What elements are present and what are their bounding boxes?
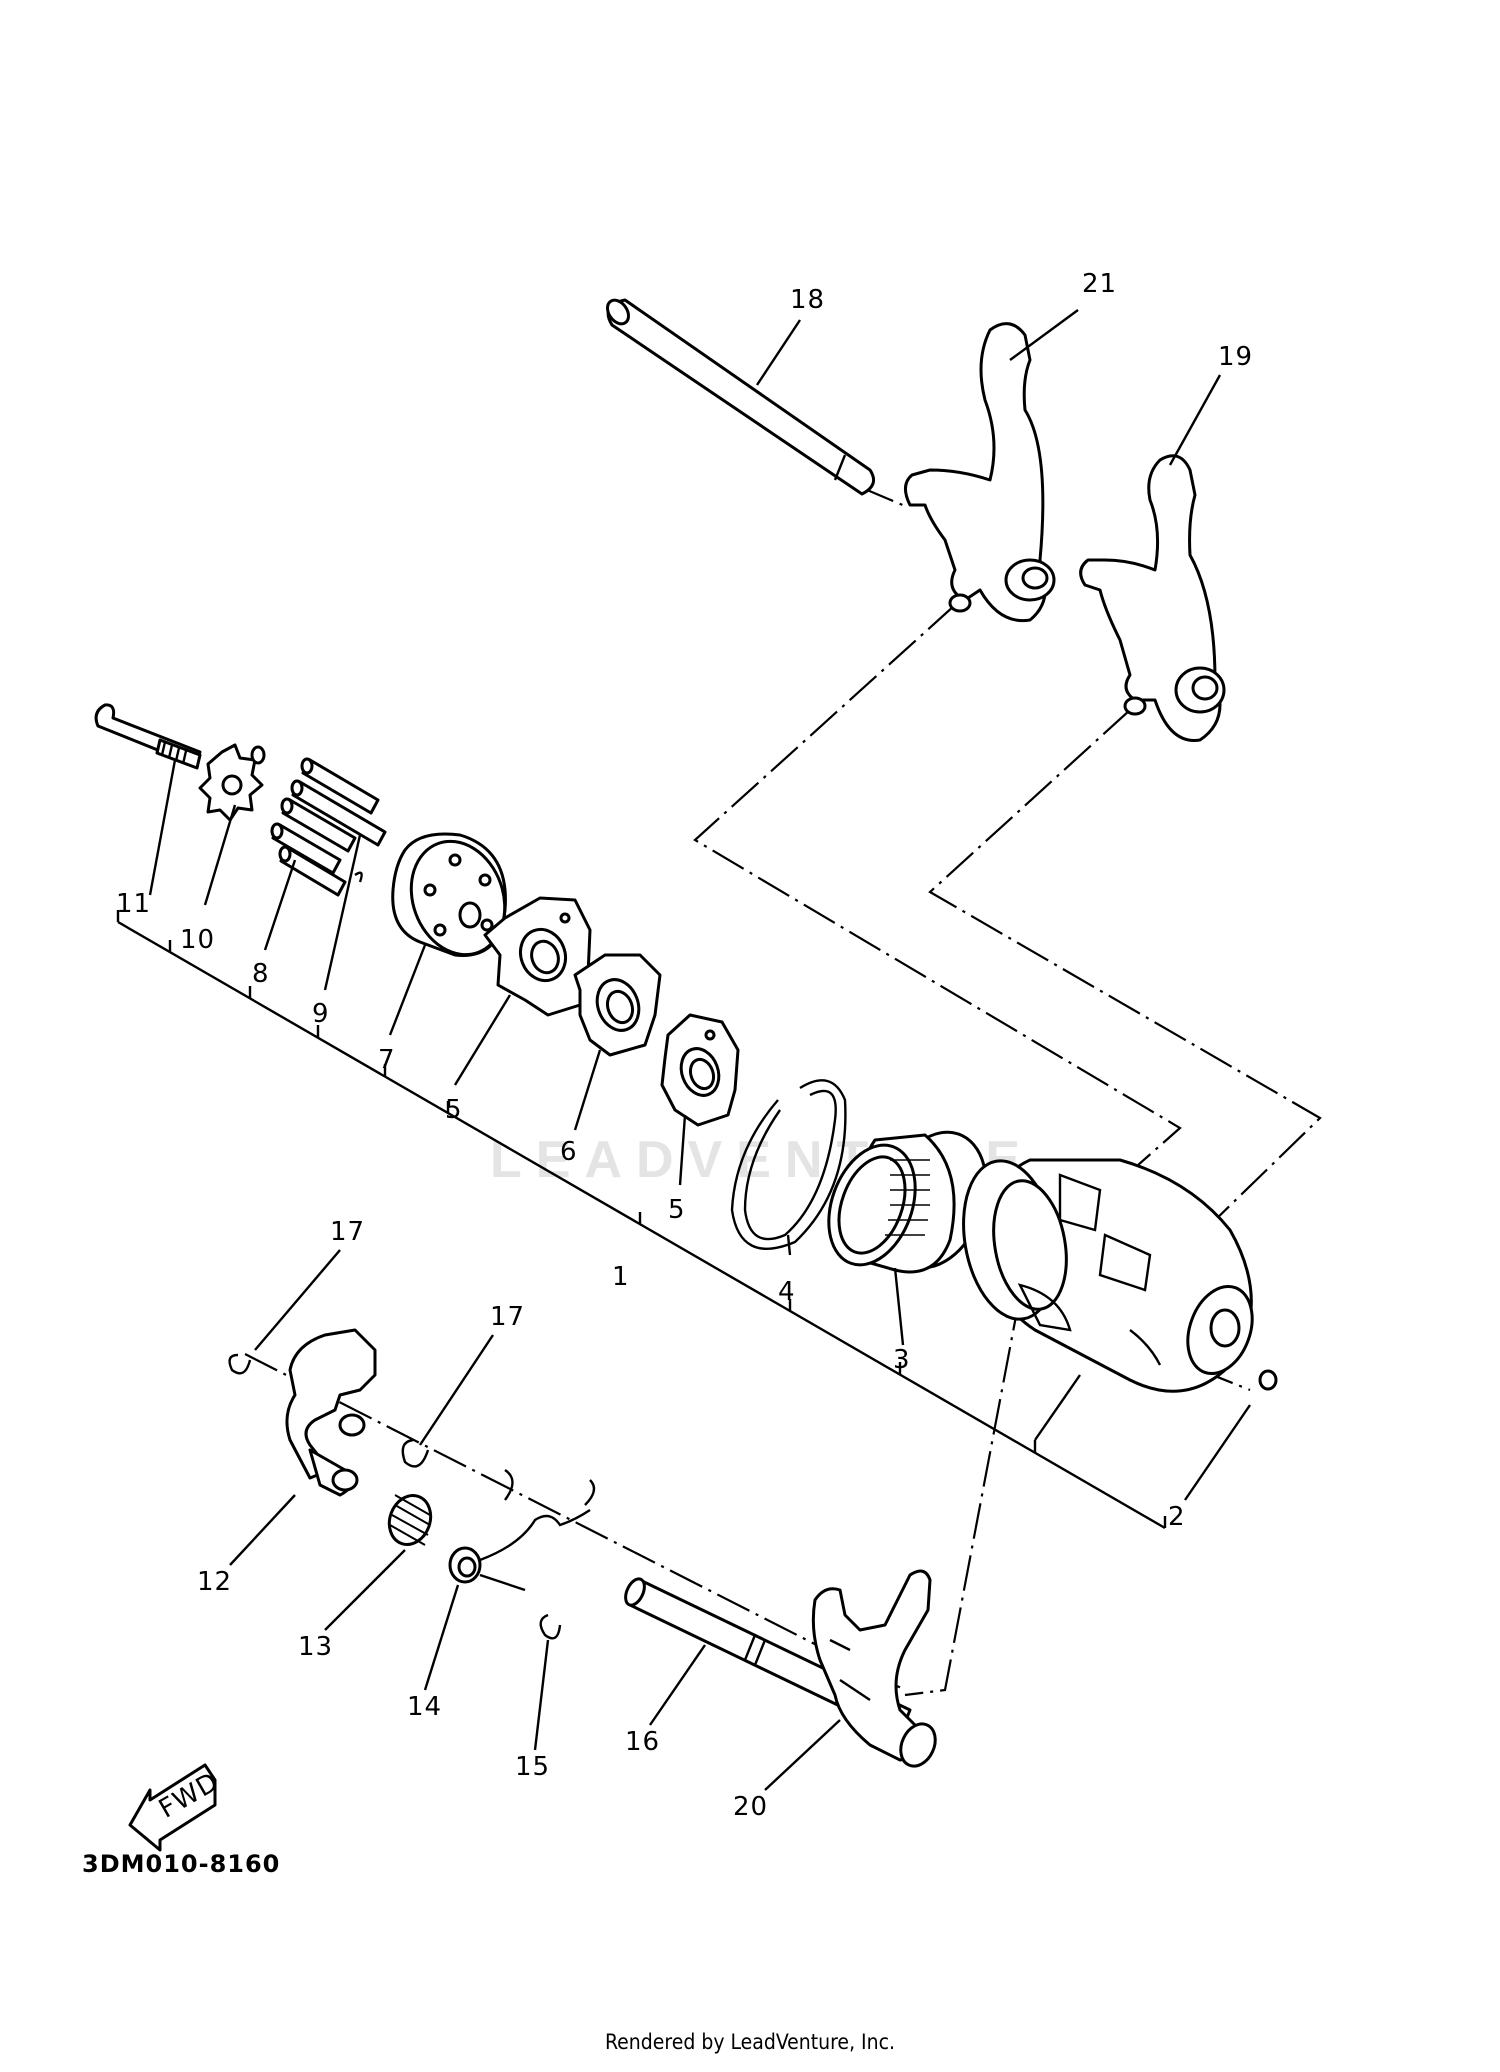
- callout-11: 11: [116, 889, 151, 919]
- part-6-plate: [573, 953, 662, 1057]
- callout-15: 15: [515, 1752, 550, 1782]
- part-18-guide-bar: [606, 298, 876, 496]
- callout-7: 7: [378, 1045, 396, 1075]
- part-21-shift-fork: [904, 322, 1056, 623]
- callout-18: 18: [790, 285, 825, 315]
- callout-3: 3: [893, 1345, 911, 1375]
- callout-9: 9: [312, 999, 330, 1029]
- callout-4: 4: [778, 1277, 796, 1307]
- fwd-arrow-icon: FWD: [128, 1763, 224, 1852]
- part-17-circlip-left: [228, 1353, 252, 1375]
- callout-13: 13: [298, 1632, 333, 1662]
- callout-labels: 18 21 19 11 10 8 9 7 5 6 5 1 4 3 2 17 17…: [116, 269, 1253, 1822]
- alignment-lines: [244, 485, 1322, 1697]
- part-5-plate-right: [660, 1013, 740, 1127]
- callout-17b: 17: [490, 1302, 525, 1332]
- callout-19: 19: [1218, 342, 1253, 372]
- callout-5b: 5: [668, 1195, 686, 1225]
- callout-1: 1: [612, 1262, 630, 1292]
- part-10-segment: [198, 743, 266, 822]
- callout-10: 10: [180, 925, 215, 955]
- part-17-circlip-right: [401, 1438, 430, 1468]
- callout-2: 2: [1168, 1502, 1186, 1532]
- callout-5a: 5: [445, 1095, 463, 1125]
- part-14-torsion-spring: [448, 1469, 596, 1592]
- callout-20: 20: [733, 1792, 768, 1822]
- part-11-bolt: [94, 703, 202, 770]
- part-8-9-pins: [270, 757, 387, 897]
- callout-12: 12: [197, 1567, 232, 1597]
- callout-14: 14: [407, 1692, 442, 1722]
- callout-8: 8: [252, 959, 270, 989]
- part-15-circlip: [539, 1613, 562, 1640]
- part-4-circlip: [730, 1079, 847, 1250]
- leader-lines: [148, 309, 1251, 1791]
- diagram-code: 3DM010-8160: [82, 1850, 281, 1878]
- part-3-bearing: [827, 1130, 988, 1274]
- callout-17a: 17: [330, 1217, 365, 1247]
- footer-credit: Rendered by LeadVenture, Inc.: [605, 2030, 895, 2054]
- part-13-spring: [387, 1494, 433, 1546]
- callout-16: 16: [625, 1727, 660, 1757]
- part-5-plate-left: [483, 896, 592, 1017]
- bracket-lines: [116, 910, 1167, 1530]
- callout-6: 6: [560, 1137, 578, 1167]
- part-12-stopper-lever: [285, 1328, 377, 1497]
- part-19-shift-fork: [1079, 454, 1226, 742]
- callout-21: 21: [1082, 269, 1117, 299]
- part-2-shift-drum: [962, 1158, 1278, 1393]
- part-20-shift-arm: [811, 1569, 937, 1768]
- part-7-drum-segment: [391, 832, 507, 957]
